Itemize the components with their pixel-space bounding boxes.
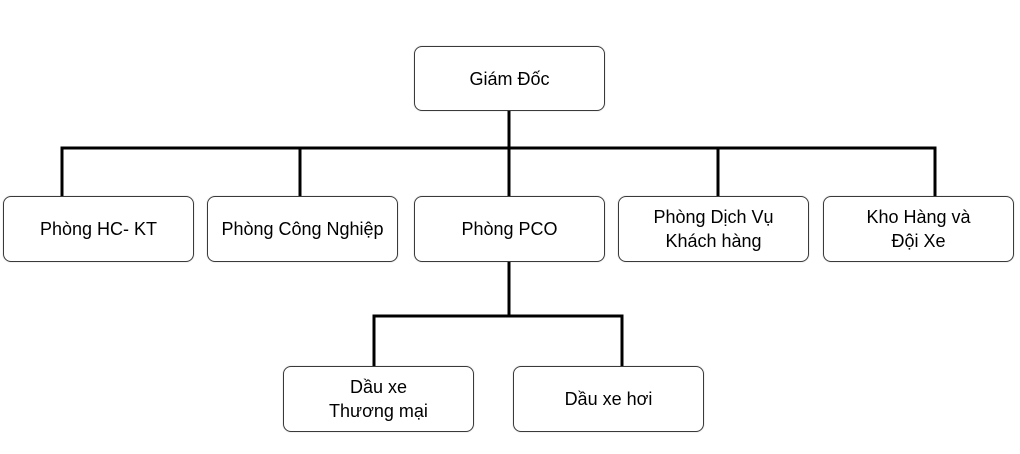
director-box: Giám Đốc	[414, 46, 605, 111]
department-box-dich-vu-khach-hang: Phòng Dịch Vụ Khách hàng	[618, 196, 809, 262]
department-box-cong-nghiep: Phòng Công Nghiệp	[207, 196, 398, 262]
department-box-hc-kt: Phòng HC- KT	[3, 196, 194, 262]
unit-box-dau-xe-thuong-mai: Dầu xe Thương mại	[283, 366, 474, 432]
department-box-kho-hang-doi-xe: Kho Hàng và Đội Xe	[823, 196, 1014, 262]
unit-box-dau-xe-hoi: Dầu xe hơi	[513, 366, 704, 432]
department-box-pco: Phòng PCO	[414, 196, 605, 262]
